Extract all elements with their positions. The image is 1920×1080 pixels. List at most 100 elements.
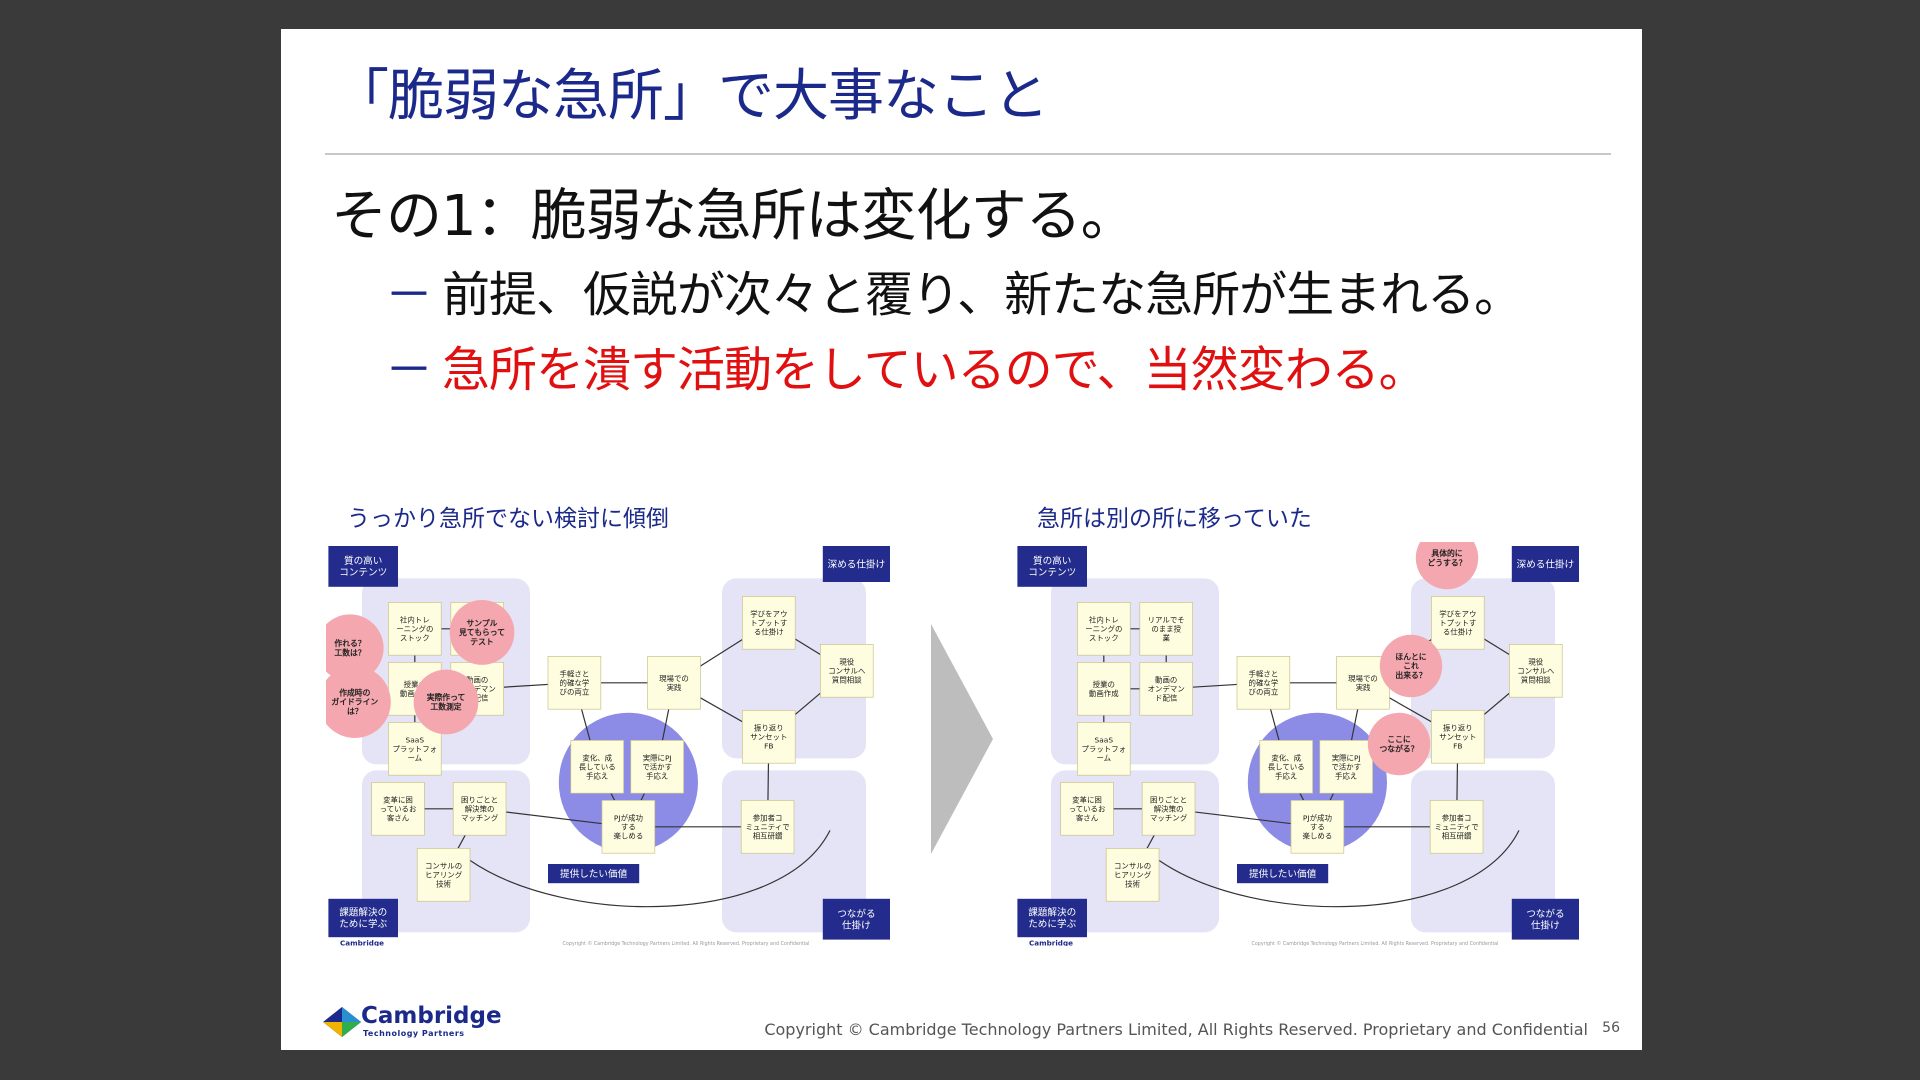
value-label-text: 提供したい価値 <box>1249 868 1317 880</box>
page-number: 56 <box>1602 1020 1620 1036</box>
corner-label-bottom-right-text: つながる仕掛け <box>1526 908 1564 932</box>
sticky-note <box>1290 800 1345 854</box>
sticky-note-text: コンサルのヒアリング技術 <box>1114 861 1152 888</box>
comment-bubble-text: ここにつながる？ <box>1380 735 1419 753</box>
sticky-note <box>416 848 471 902</box>
right-figure-caption: 急所は別の所に移っていた <box>1037 506 1312 532</box>
sticky-note <box>1319 740 1373 794</box>
sticky-note <box>647 656 701 710</box>
sticky-note <box>740 800 795 854</box>
sticky-note-text: 授業の動画作成 <box>1089 679 1119 698</box>
left-figure-caption: うっかり急所でない検討に傾倒 <box>347 506 669 532</box>
comment-bubble-text: サンプル見てもらってテスト <box>458 618 505 647</box>
sticky-note-text: 現場での実践 <box>1348 673 1378 692</box>
sticky-note-text: 困りごとと解決策のマッチング <box>1150 794 1188 822</box>
corner-label-top-left <box>1017 546 1087 587</box>
loop-arrow <box>1158 830 1520 908</box>
comment-bubble <box>449 600 515 665</box>
bullet-dash: － <box>385 267 433 323</box>
sticky-note <box>371 782 425 836</box>
comment-bubble <box>413 669 479 735</box>
value-label-box <box>1237 864 1329 884</box>
sticky-note <box>1139 602 1193 656</box>
logo-name: Cambridge <box>361 1003 502 1029</box>
left-diagram: 社内トレーニングのストックリアルでそのまま授業授業の動画作成動画のオンデマンド配… <box>326 542 902 946</box>
corner-label-bottom-left-text: 課題解決のために学ぶ <box>1028 907 1076 931</box>
comment-bubble <box>326 614 384 682</box>
sticky-note <box>1139 662 1193 716</box>
figure-brand: Cambridge <box>340 939 384 946</box>
sticky-note-text: 社内トレーニングのストック <box>1085 614 1122 642</box>
sticky-note-text: 変化、成長している手応え <box>1268 752 1305 780</box>
sticky-note-text: 困りごとと解決策のマッチング <box>461 794 499 822</box>
sub-point-2-text: 急所を潰す活動をしているので、当然変わる。 <box>442 342 1427 398</box>
main-point: その1：脆弱な急所は変化する。 <box>331 184 1137 249</box>
comment-bubble-text: 実際作って工数測定 <box>427 692 466 711</box>
comment-bubble <box>1379 634 1443 698</box>
sticky-note <box>820 644 874 698</box>
corner-label-top-left-text: 質の高いコンテンツ <box>339 555 387 579</box>
figure-copyright: Copyright © Cambridge Technology Partner… <box>563 940 810 946</box>
sticky-note <box>1236 656 1291 710</box>
comment-bubble <box>326 666 391 738</box>
sticky-note <box>1429 800 1484 854</box>
sticky-note <box>1141 782 1196 836</box>
sub-point-1: －前提、仮説が次々と覆り、新たな急所が生まれる。 <box>385 255 1522 325</box>
corner-label-bottom-right <box>1511 898 1579 940</box>
title-divider <box>325 153 1611 155</box>
sticky-note-text: 参加者コミュニティで相互研鑽 <box>746 812 790 840</box>
sticky-note-text: 現役コンサルへ質問相談 <box>1517 656 1555 684</box>
sticky-note <box>742 596 796 650</box>
corner-label-top-right-text: 深める仕掛け <box>828 558 886 570</box>
logo-subtitle: Technology Partners <box>363 1029 465 1038</box>
sticky-note-text: 現場での実践 <box>659 673 689 692</box>
comment-bubble <box>1367 712 1431 776</box>
sticky-note <box>388 602 442 656</box>
sticky-note <box>570 740 624 794</box>
sticky-note <box>630 740 684 794</box>
sticky-note <box>1431 596 1485 650</box>
logo-diamond-icon <box>323 1007 361 1037</box>
slide-title: 「脆弱な急所」で大事なこと <box>333 64 1049 129</box>
corner-label-bottom-left-text: 課題解決のために学ぶ <box>339 907 387 931</box>
sticky-note <box>1060 782 1114 836</box>
sticky-note-text: 変革に困っているお客さん <box>380 794 417 822</box>
corner-label-top-left <box>328 546 398 587</box>
corner-label-top-right <box>822 546 890 582</box>
corner-label-top-right <box>1511 546 1579 582</box>
value-label-box <box>548 864 640 884</box>
left-diagram-svg: 社内トレーニングのストックリアルでそのまま授業授業の動画作成動画のオンデマンド配… <box>326 546 890 946</box>
sticky-note <box>601 800 656 854</box>
sticky-note <box>1431 710 1485 764</box>
sticky-note-text: 現役コンサルへ質問相談 <box>828 656 866 684</box>
right-diagram: 社内トレーニングのストックリアルでそのまま授業授業の動画作成動画のオンデマンド配… <box>1015 542 1591 946</box>
company-logo: Cambridge Technology Partners <box>323 1003 502 1041</box>
loop-arrow <box>469 830 831 908</box>
corner-label-top-right-text: 深める仕掛け <box>1517 558 1575 570</box>
corner-label-top-left-text: 質の高いコンテンツ <box>1028 555 1076 579</box>
sticky-note-text: PJが成功する楽しめる <box>614 812 644 840</box>
sticky-note <box>1077 662 1131 716</box>
sticky-note <box>1077 602 1131 656</box>
sticky-note <box>1105 848 1160 902</box>
sticky-note-text: 参加者コミュニティで相互研鑽 <box>1435 812 1479 840</box>
sticky-note-text: 手軽さと的確な学びの両立 <box>560 668 590 696</box>
sticky-note-text: PJが成功する楽しめる <box>1303 812 1333 840</box>
corner-label-bottom-right-text: つながる仕掛け <box>837 908 875 932</box>
sub-point-2: －急所を潰す活動をしているので、当然変わる。 <box>385 330 1427 400</box>
sticky-note <box>1259 740 1313 794</box>
slide: 「脆弱な急所」で大事なこと その1：脆弱な急所は変化する。 －前提、仮説が次々と… <box>281 29 1642 1050</box>
corner-label-bottom-left <box>328 898 398 938</box>
sticky-note <box>547 656 602 710</box>
corner-label-bottom-left <box>1017 898 1087 938</box>
sticky-note <box>452 782 507 836</box>
figure-brand: Cambridge <box>1029 939 1073 946</box>
sticky-note-text: 社内トレーニングのストック <box>396 614 433 642</box>
comment-bubble-text: 作成時のガイドラインは？ <box>331 687 378 716</box>
value-label-text: 提供したい価値 <box>560 868 628 880</box>
corner-label-bottom-right <box>822 898 890 940</box>
